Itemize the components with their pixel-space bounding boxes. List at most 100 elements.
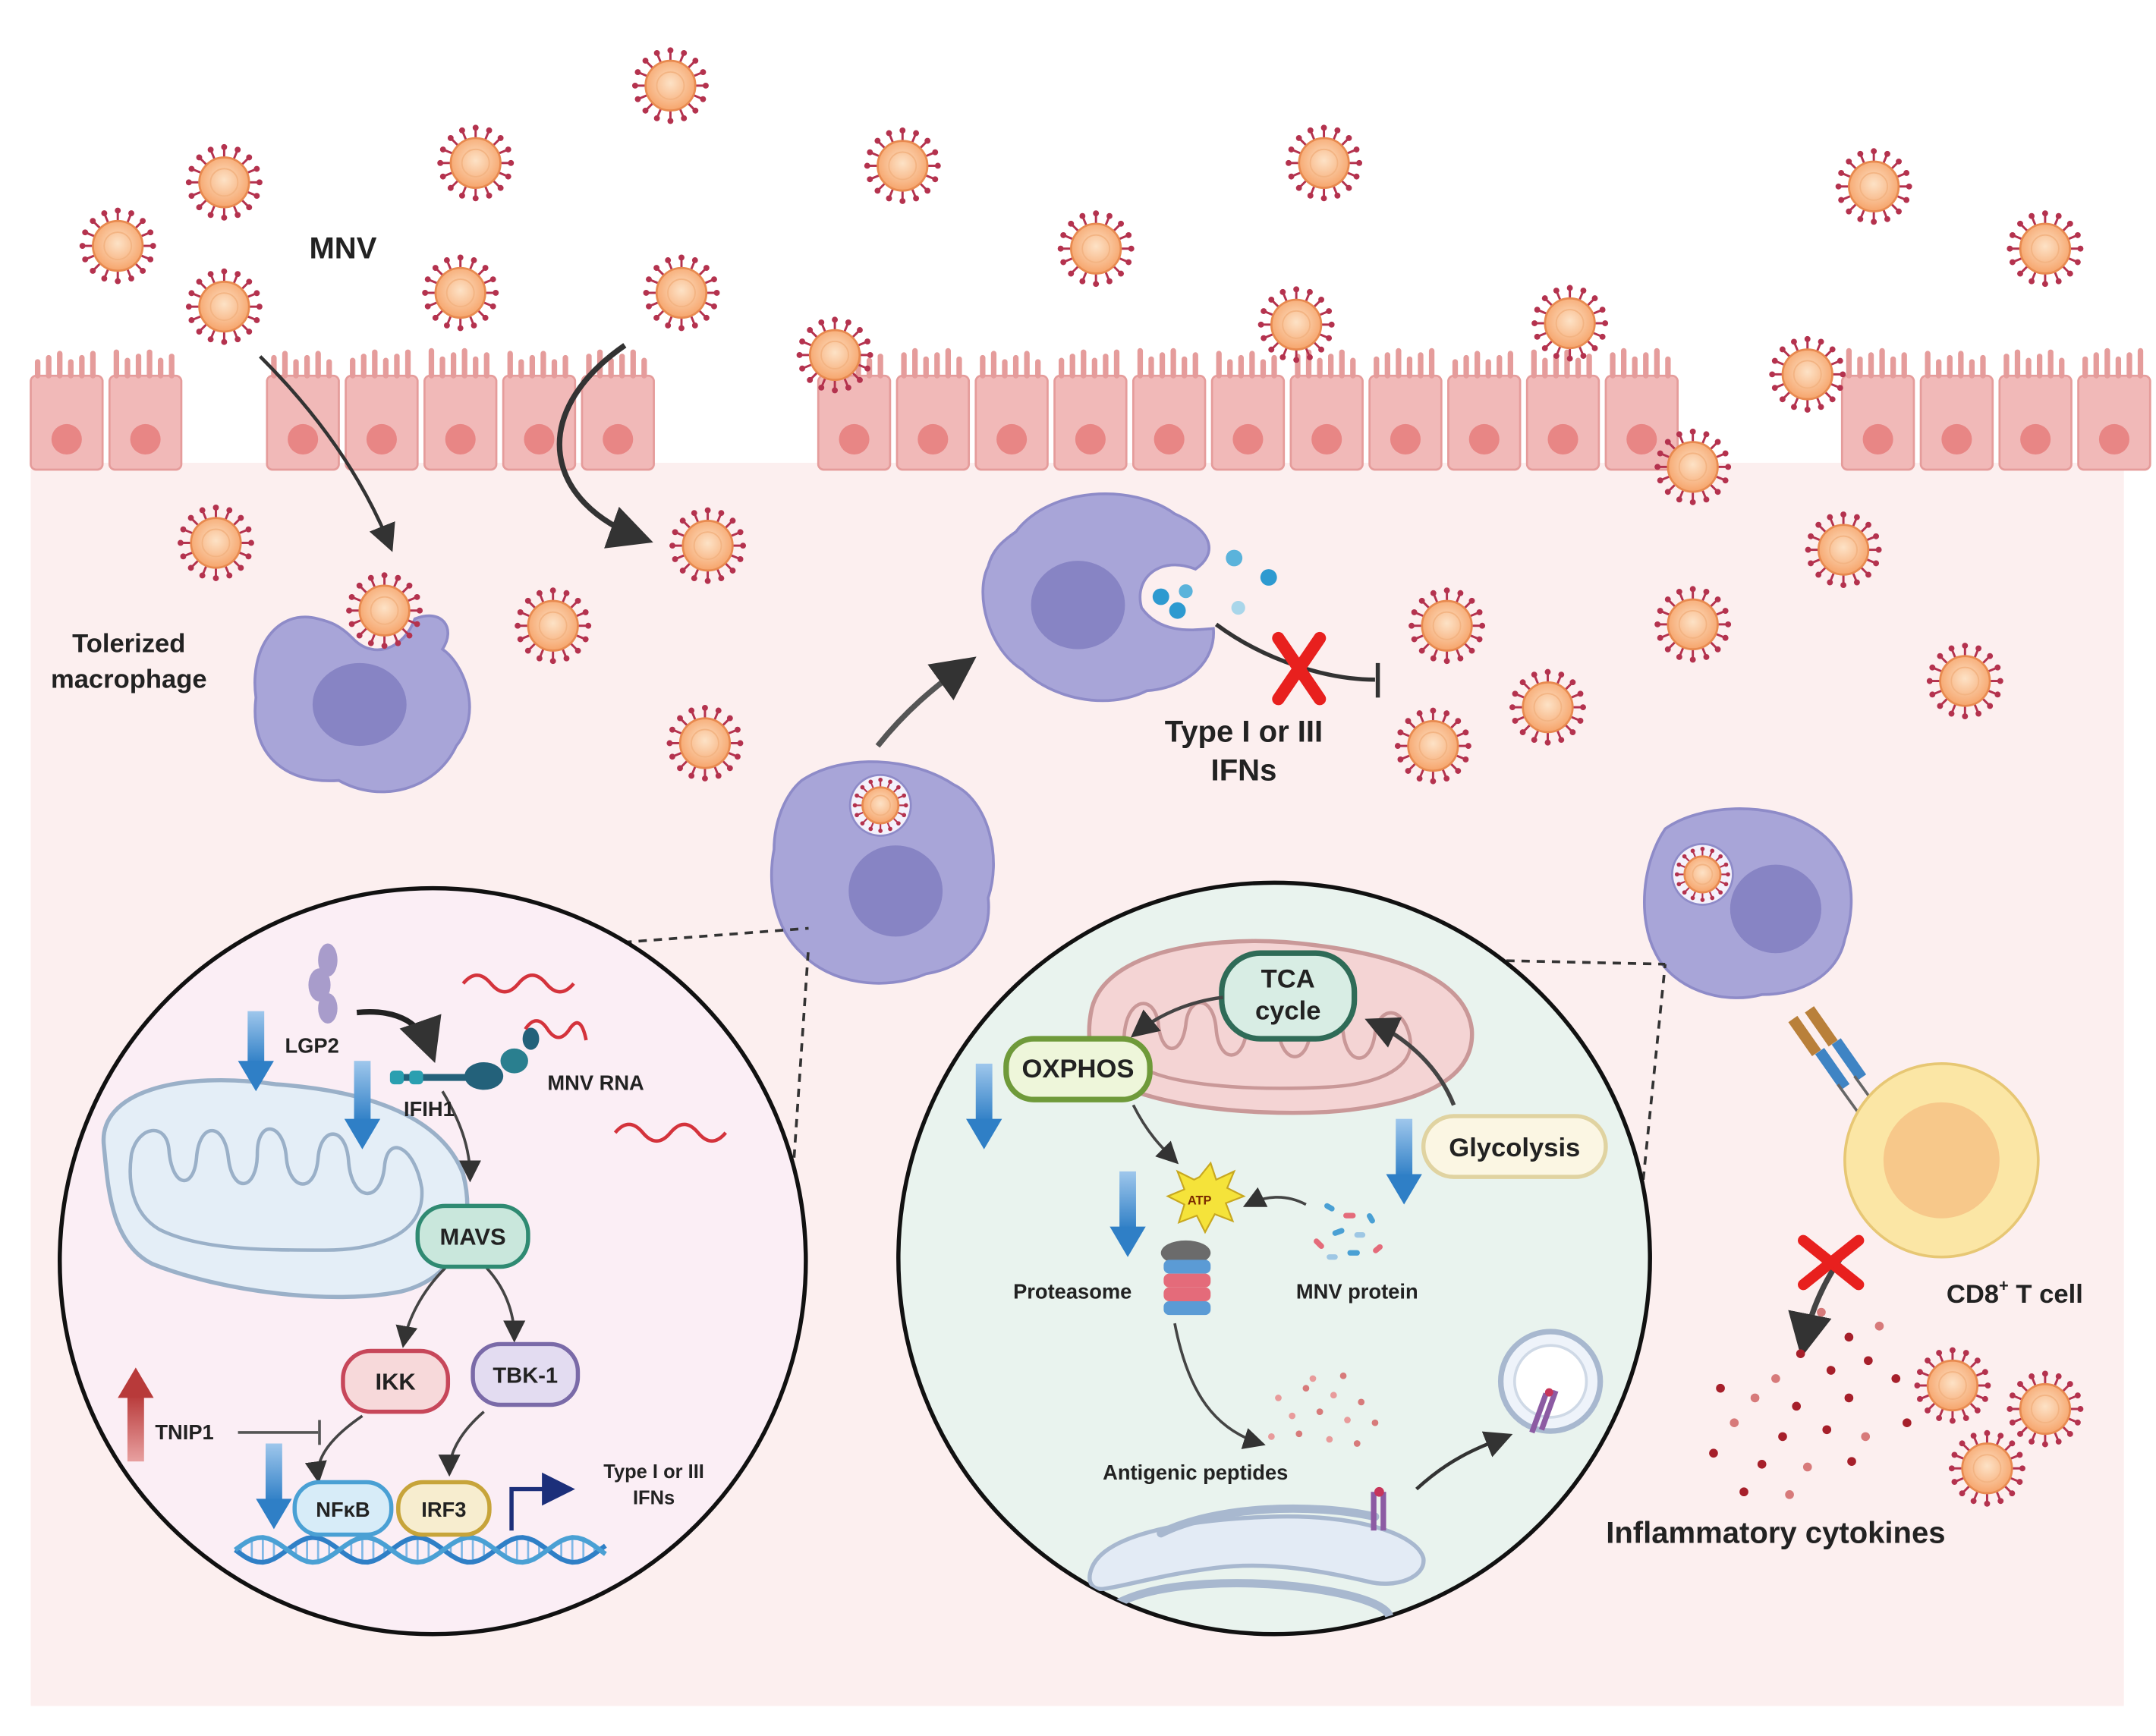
cytokine-dots [1709, 1307, 1912, 1499]
left-ifn-label-line2: IFNs [633, 1488, 675, 1509]
endoplasmic-reticulum [1087, 1514, 1426, 1591]
cytokine-dot [1802, 1462, 1812, 1472]
antigenic-peptides-label: Antigenic peptides [1103, 1461, 1288, 1484]
mavs-to-tbk1-arrow [485, 1267, 526, 1343]
cytokine-dot [1874, 1321, 1884, 1331]
virus-particle [666, 705, 744, 782]
nfkb-node [292, 1480, 394, 1537]
antigenic-peptide-dots [1268, 1372, 1379, 1447]
tca-to-oxphos-arrow [1130, 995, 1223, 1038]
proteasome-icon [1160, 1240, 1211, 1316]
epithelial-cell [266, 351, 340, 471]
mavs-label: MAVS [440, 1223, 506, 1250]
virus-particle [422, 254, 499, 332]
cytokine-dot [1716, 1383, 1725, 1393]
cytokine-block-x-icon [1798, 1234, 1865, 1291]
oxphos-node [1003, 1036, 1153, 1102]
epithelial-cell [1525, 349, 1600, 471]
ikk-to-nfkb-arrow [304, 1414, 364, 1484]
glycolysis-node [1421, 1114, 1608, 1179]
virus-particle [631, 47, 709, 124]
right-panel-connector-1 [1475, 958, 1666, 966]
inflammatory-cytokines-label: Inflammatory cytokines [1606, 1517, 1945, 1550]
cytokine-dot [1844, 1332, 1854, 1342]
peptide-dot [1289, 1412, 1296, 1420]
nfkb-down-arrow [256, 1443, 292, 1530]
cytokine-dot [1709, 1448, 1718, 1458]
right-metabolism-panel: TCA cycle OXPHOS Glycolysis ATP [896, 880, 1652, 1637]
glycolysis-down-arrow [1386, 1118, 1422, 1205]
infected-macrophage-right [1643, 807, 1853, 999]
mhc-tcr-contact [1788, 1006, 1881, 1120]
cytokine-dot [1792, 1401, 1802, 1411]
cytokine-dot [1778, 1432, 1787, 1442]
epithelial-cell [1604, 348, 1679, 471]
virus-particle [1805, 511, 1882, 589]
mavs-to-ikk-arrow [395, 1267, 446, 1348]
cytokine-dot [1903, 1418, 1912, 1428]
ifn-top-label-line1: Type I or III [1165, 715, 1323, 749]
glycolysis-to-tca-arrow [1364, 1017, 1456, 1106]
virus-particle [1394, 707, 1471, 785]
ikk-label: IKK [375, 1368, 416, 1395]
lgp2-down-arrow [238, 1011, 274, 1092]
epithelial-cell [1210, 351, 1286, 471]
peptide-dot [1275, 1395, 1282, 1401]
proteasome-label: Proteasome [1013, 1279, 1132, 1303]
epithelial-cell [2077, 348, 2151, 471]
virus-particle [437, 124, 515, 202]
epithelial-cell [108, 349, 183, 471]
peptide-dot [1353, 1440, 1361, 1447]
mnv-protein-label: MNV protein [1296, 1279, 1418, 1303]
virus-particle [1654, 586, 1732, 663]
left-ifn-label-line1: Type I or III [603, 1461, 704, 1483]
epithelial-cell [1053, 349, 1128, 471]
virus-particle [346, 572, 423, 649]
peptide-dot [1330, 1392, 1337, 1399]
peptide-dot [1358, 1398, 1365, 1406]
mavs-node [415, 1203, 530, 1269]
epithelial-cell [1840, 348, 1915, 471]
epithelial-cell [423, 348, 498, 471]
protein-to-atp-arrow [1242, 1187, 1307, 1207]
cytokine-dot [1771, 1374, 1780, 1383]
virus-particle [852, 777, 908, 833]
er-mhc-molecule [1371, 1486, 1386, 1531]
virus-particle [1531, 285, 1609, 362]
virus-particle [2006, 210, 2084, 288]
atp-starburst: ATP [1166, 1161, 1246, 1234]
virus-particle [1835, 148, 1912, 225]
virus-particle [864, 127, 941, 204]
left-signaling-panel: LGP2 IFIH1 MNV RNA MAVS IKK TBK-1 TNIP1 … [58, 885, 808, 1637]
mnv-rna-strand-3 [613, 1122, 728, 1143]
epithelial-cell [974, 351, 1049, 471]
mnv-rna-strand-2 [524, 1019, 588, 1041]
virus-entry-arrow-2 [556, 343, 653, 549]
virus-particle [1057, 210, 1135, 288]
ifih1-down-arrow [344, 1061, 381, 1149]
virus-particle [515, 587, 592, 665]
er-to-vesicle-arrow [1415, 1431, 1513, 1491]
cytokine-dot [1826, 1366, 1836, 1375]
virus-particle [796, 316, 873, 394]
cytokine-dot [1844, 1393, 1854, 1403]
virus-particle [1408, 587, 1486, 665]
oxphos-label: OXPHOS [1022, 1055, 1135, 1083]
irf3-node [396, 1480, 492, 1537]
peptide-dot [1295, 1430, 1303, 1438]
cytokine-dot [1757, 1459, 1767, 1469]
lgp2-to-ifih1-arrow [356, 1009, 442, 1064]
virus-particle [1948, 1429, 2025, 1507]
tolerized-label-line1: Tolerized [72, 629, 185, 658]
virus-particle [185, 143, 263, 221]
ifih1-protein [389, 1027, 540, 1090]
atp-label: ATP [1188, 1194, 1212, 1208]
nfkb-label: NFκB [316, 1498, 370, 1521]
peptide-dot [1316, 1408, 1324, 1415]
proteasome-down-arrow [1109, 1171, 1146, 1257]
virus-particle [643, 254, 720, 332]
epithelial-cell [1919, 351, 1994, 471]
tnip1-up-arrow [118, 1367, 154, 1462]
peptide-dot [1309, 1375, 1317, 1382]
virus-particles [79, 47, 2084, 1507]
